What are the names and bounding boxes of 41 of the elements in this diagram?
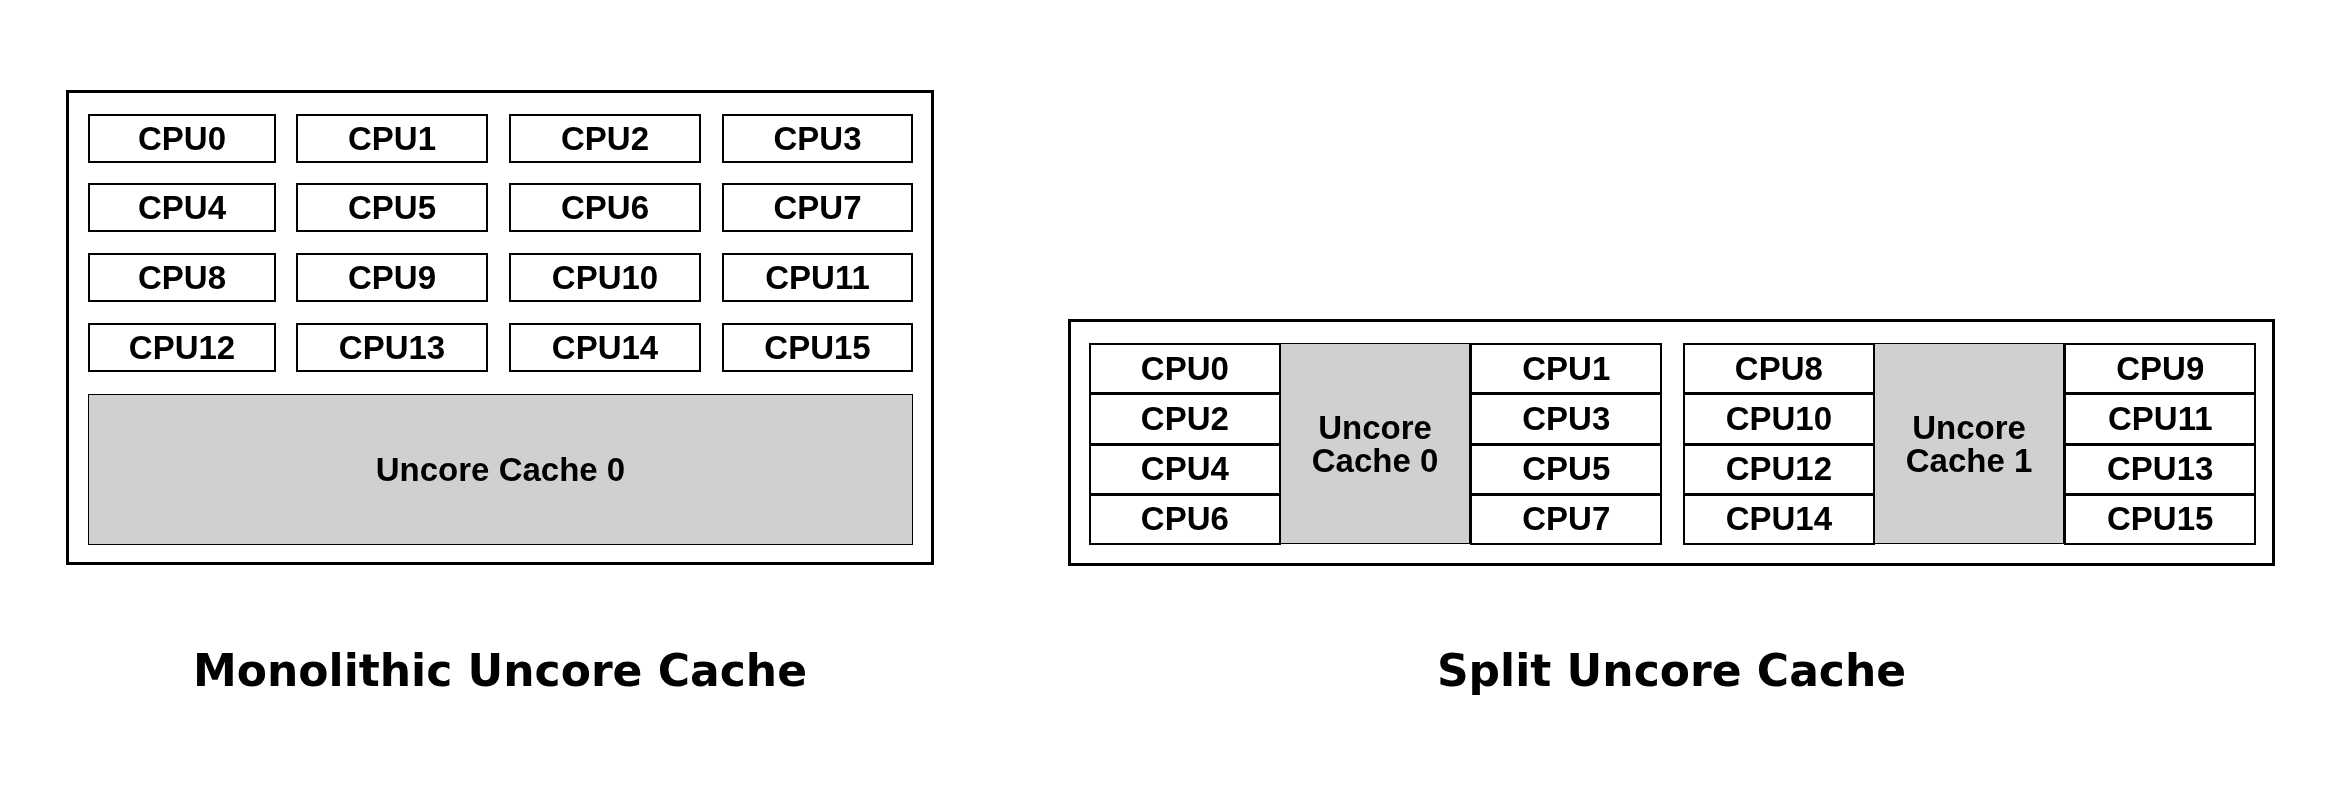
- processor-box: [66, 90, 934, 565]
- cpu-core-box: CPU10: [1683, 393, 1875, 445]
- cpu-core-box: CPU1: [296, 114, 488, 163]
- cpu-core-box: CPU12: [88, 323, 276, 372]
- cpu-core-box: CPU3: [722, 114, 913, 163]
- core-cluster-box: [1683, 343, 2255, 544]
- cache-block: Uncore Cache 0: [1279, 343, 1471, 544]
- cpu-core-box: CPU12: [1683, 443, 1875, 495]
- cpu-core-box: CPU14: [1683, 493, 1875, 545]
- cpu-core-box: CPU6: [1089, 493, 1281, 545]
- diagram-caption: Split Uncore Cache: [1436, 645, 1907, 696]
- cpu-core-box: CPU8: [88, 253, 276, 302]
- cpu-core-box: CPU13: [2064, 443, 2257, 495]
- cpu-core-box: CPU2: [509, 114, 701, 163]
- cpu-core-box: CPU4: [1089, 443, 1281, 495]
- cache-block: Uncore Cache 0: [88, 394, 913, 545]
- cpu-core-box: CPU4: [88, 183, 276, 232]
- core-cluster-box: [1089, 343, 1661, 544]
- cpu-core-box: CPU15: [2064, 493, 2257, 545]
- cpu-core-box: CPU13: [296, 323, 488, 372]
- cpu-core-box: CPU11: [2064, 393, 2257, 445]
- cpu-core-box: CPU15: [722, 323, 913, 372]
- cpu-core-box: CPU7: [722, 183, 913, 232]
- cpu-core-box: CPU2: [1089, 393, 1281, 445]
- cpu-core-box: CPU10: [509, 253, 701, 302]
- cpu-core-box: CPU9: [296, 253, 488, 302]
- cache-block: Uncore Cache 1: [1873, 343, 2065, 544]
- cpu-core-box: CPU1: [1470, 343, 1663, 395]
- processor-box: [1068, 319, 2275, 566]
- diagram-caption: Monolithic Uncore Cache: [193, 645, 807, 696]
- cpu-core-box: CPU8: [1683, 343, 1875, 395]
- cpu-core-box: CPU6: [509, 183, 701, 232]
- cpu-core-box: CPU14: [509, 323, 701, 372]
- cpu-core-box: CPU0: [1089, 343, 1281, 395]
- cpu-core-box: CPU9: [2064, 343, 2257, 395]
- cpu-core-box: CPU5: [296, 183, 488, 232]
- cpu-core-box: CPU7: [1470, 493, 1663, 545]
- cpu-core-box: CPU11: [722, 253, 913, 302]
- cpu-core-box: CPU3: [1470, 393, 1663, 445]
- cpu-core-box: CPU5: [1470, 443, 1663, 495]
- cpu-core-box: CPU0: [88, 114, 276, 163]
